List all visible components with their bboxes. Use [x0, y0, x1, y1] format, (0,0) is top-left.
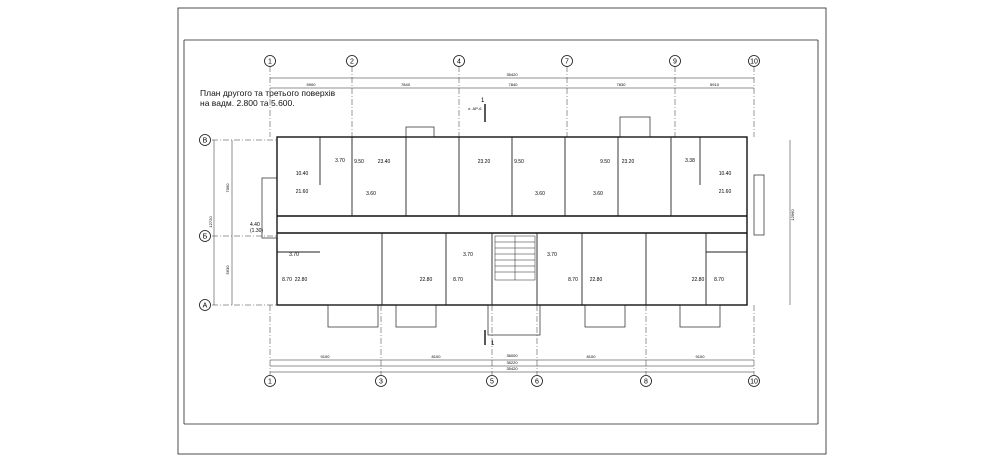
dim-top-overall: 35420	[506, 72, 518, 77]
dim-bottom-segment: 9100	[321, 354, 331, 359]
plan-title-line1: План другого та третього поверхів	[200, 88, 336, 98]
room-area-label: 3.60	[366, 191, 376, 197]
balconies	[261, 116, 765, 336]
dim-top-segment: 7840	[401, 82, 411, 87]
room-area-label: 3.70	[463, 252, 473, 258]
axis-label-bottom: 3	[379, 379, 383, 386]
axis-bubble-bottom	[640, 375, 652, 387]
axis-bubble-bottom	[486, 375, 498, 387]
section-mark-bottom: 1	[491, 341, 495, 347]
axis-label-left: В	[203, 138, 208, 145]
dimension-left	[213, 140, 233, 305]
axis-bubble-left	[199, 134, 211, 146]
dim-right-overall: 12960	[790, 209, 795, 221]
axis-label-left: Б	[203, 234, 208, 241]
balcony-area-sub: (1.30)	[250, 228, 263, 234]
dimension-bottom	[270, 359, 754, 373]
axis-bubble-bottom	[375, 375, 387, 387]
stair	[494, 235, 536, 281]
dimension-top	[270, 77, 754, 89]
room-area-label: 8.70	[568, 277, 578, 283]
axis-bubble-top	[453, 55, 465, 67]
dim-left-seg-1: 7090	[225, 183, 230, 193]
dimension-top-segments: 5900 7840 7840 7830 5910	[307, 82, 720, 87]
axis-label-bottom: 1	[268, 379, 272, 386]
dim-top-segment: 5910	[710, 82, 720, 87]
room-area-label: 3.70	[335, 158, 345, 164]
dim-bottom-segment: 9100	[696, 354, 706, 359]
room-area-label: 8.70	[282, 277, 292, 283]
dim-bottom-overall: 36000	[506, 353, 518, 358]
dim-top-segment: 7830	[617, 82, 627, 87]
room-area-label: 23.40	[378, 159, 391, 165]
room-area-label: 3.38	[685, 158, 695, 164]
axis-bubble-bottom	[531, 375, 543, 387]
room-area-label: 3.60	[593, 191, 603, 197]
room-area-label: 22.80	[295, 277, 308, 283]
dim-bottom-segment: 8100	[432, 354, 442, 359]
axis-label-bottom: 10	[750, 379, 758, 386]
axis-bubble-top	[748, 55, 760, 67]
interior-walls	[277, 137, 747, 305]
room-area-label: 8.70	[714, 277, 724, 283]
room-area-label: 9.50	[600, 159, 610, 165]
room-area-label: 9.50	[514, 159, 524, 165]
axis-bubble-top	[346, 55, 358, 67]
room-area-label: 23.20	[478, 159, 491, 165]
room-area-label: 10.40	[296, 171, 309, 177]
room-area-label: 3.70	[289, 252, 299, 258]
axis-bubble-bottom	[264, 375, 276, 387]
axis-bubble-left	[199, 230, 211, 242]
axis-label-top: 4	[457, 59, 461, 66]
room-area-label: 3.70	[547, 252, 557, 258]
room-area-label: 8.70	[453, 277, 463, 283]
plan-title: План другого та третього поверхів на вад…	[200, 88, 335, 108]
dimension-bottom-segments: 9100 8100 8100 9100	[321, 354, 706, 359]
dim-left-seg-2: 5630	[225, 265, 230, 275]
axis-bubble-top	[264, 55, 276, 67]
dim-top-segment: 5900	[307, 82, 317, 87]
axis-label-left: А	[203, 303, 208, 310]
axis-label-bottom: 8	[644, 379, 648, 386]
room-area-label: 22.80	[692, 277, 705, 283]
axis-bubble-bottom	[748, 375, 760, 387]
balcony-area: 4.40	[250, 222, 260, 228]
axis-label-bottom: 6	[535, 379, 539, 386]
section-mark-top: 1	[481, 98, 485, 104]
dim-top-segment: 7840	[509, 82, 519, 87]
axis-bubble-top	[561, 55, 573, 67]
room-area-label: 23.20	[622, 159, 635, 165]
room-area-label: 22.80	[590, 277, 603, 283]
axis-label-top: 9	[673, 59, 677, 66]
axis-bubble-top	[669, 55, 681, 67]
axis-label-top: 10	[750, 59, 758, 66]
plan-title-line2: на вадм. 2.800 та 5.600.	[200, 98, 295, 108]
axis-label-top: 7	[565, 59, 569, 66]
dim-bottom-segment: 8100	[587, 354, 597, 359]
dim-left-overall: 12720	[208, 216, 213, 228]
axis-label-top: 2	[350, 59, 354, 66]
section-sheet-ref: л. АР-6	[468, 106, 482, 111]
axis-bubble-left	[199, 299, 211, 311]
room-labels: 10.40 21.60 9.50 23.40 23.20 9.50 9.50 23.20 10.…	[282, 158, 731, 283]
axis-label-top: 1	[268, 59, 272, 66]
axis-grid	[212, 66, 755, 375]
room-area-label: 9.50	[354, 159, 364, 165]
room-area-label: 21.60	[719, 189, 732, 195]
room-area-label: 10.40	[719, 171, 732, 177]
dim-bottom-overall-3: 35420	[506, 366, 518, 371]
room-area-label: 21.60	[296, 189, 309, 195]
room-area-label: 22.80	[420, 277, 433, 283]
frame-outer	[177, 7, 827, 455]
axis-label-bottom: 5	[490, 379, 494, 386]
dim-bottom-overall-2: 35220	[506, 360, 518, 365]
room-area-label: 3.60	[535, 191, 545, 197]
